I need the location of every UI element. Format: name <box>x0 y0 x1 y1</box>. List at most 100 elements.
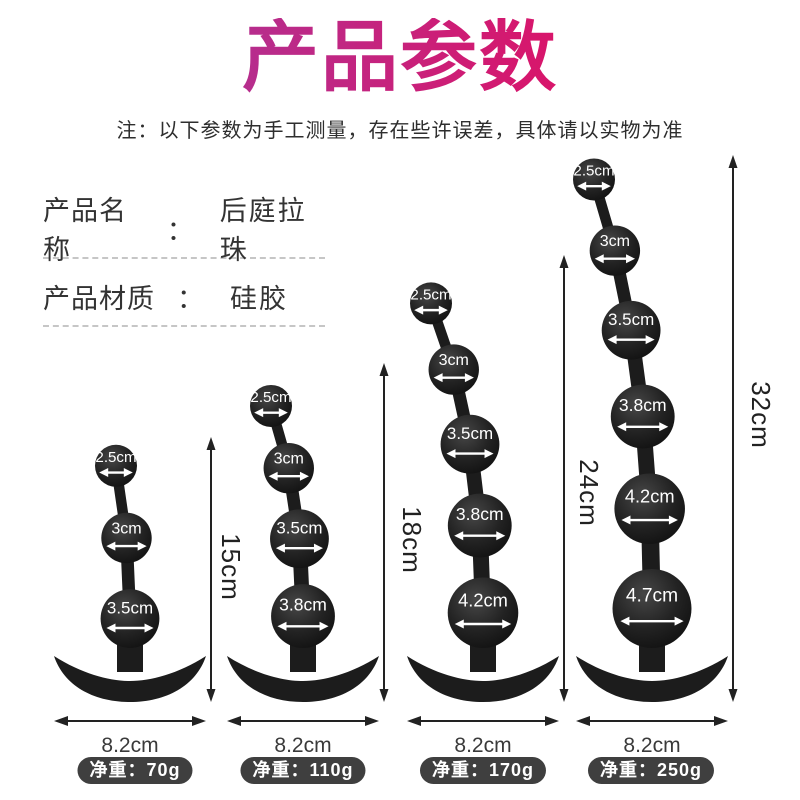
arrowhead-right <box>123 468 133 478</box>
bead <box>100 589 160 648</box>
arrowhead-right <box>278 408 288 418</box>
arrowhead-down <box>559 689 569 702</box>
bead <box>573 158 615 201</box>
dashed-divider <box>43 325 325 327</box>
bead <box>410 282 452 325</box>
arrowhead-down <box>728 689 738 702</box>
arrowhead-left <box>54 716 68 726</box>
bead <box>101 512 152 564</box>
bead <box>428 344 479 395</box>
bead-size-label: 3.5cm <box>276 518 322 537</box>
arrowhead-right <box>438 305 448 315</box>
arrowhead-right <box>496 531 506 541</box>
arrowhead-left <box>446 449 456 459</box>
arrowhead-up <box>728 155 738 168</box>
neck-connector <box>640 499 661 618</box>
height-label: 32cm <box>746 381 776 449</box>
neck-connector <box>462 436 488 533</box>
arrowhead-right <box>626 254 636 264</box>
height-label: 18cm <box>397 506 427 574</box>
arrowhead-right <box>144 623 154 633</box>
arrowhead-right <box>714 716 728 726</box>
arrowhead-left <box>99 468 109 478</box>
info-value: 硅胶 <box>230 283 288 314</box>
arrowhead-left <box>577 181 587 191</box>
bead <box>440 414 500 474</box>
neck-connector <box>110 460 132 544</box>
neck-connector <box>120 531 137 625</box>
weight-badge: 净重：70g <box>77 757 193 784</box>
bead <box>270 509 329 569</box>
bead <box>610 384 675 449</box>
arrowhead-left <box>620 616 630 626</box>
arrowhead-left <box>275 543 285 553</box>
arrowhead-left <box>254 408 264 418</box>
dashed-divider <box>43 257 325 259</box>
arrowhead-left <box>407 716 421 726</box>
info-colon: ： <box>166 215 194 246</box>
arrowhead-left <box>454 619 464 629</box>
neck-connector <box>588 174 621 256</box>
arrowhead-right <box>674 616 684 626</box>
bead-size-label: 3cm <box>274 450 304 468</box>
arrowhead-left <box>227 716 241 726</box>
arrowhead-left <box>617 422 627 432</box>
neck-connector <box>282 461 306 546</box>
bead-size-label: 3cm <box>439 351 469 369</box>
bead <box>271 584 335 648</box>
bead-size-label: 2.5cm <box>250 389 291 406</box>
info-panel: 产品名称 ： 后庭拉珠 产品材质 ： 硅胶 <box>43 196 325 327</box>
neck-connector <box>634 408 658 517</box>
arrowhead-left <box>414 305 424 315</box>
arrowhead-down <box>206 689 216 702</box>
bead-size-label: 2.5cm <box>573 163 614 180</box>
arrowhead-right <box>601 181 611 191</box>
arrowhead-right <box>484 449 494 459</box>
bead-size-label: 3.5cm <box>107 598 153 617</box>
base-anchor <box>407 656 559 702</box>
weight-badge: 净重：250g <box>587 757 715 784</box>
bead-size-label: 2.5cm <box>95 449 136 466</box>
arrowhead-right <box>668 515 678 525</box>
arrowhead-left <box>576 716 590 726</box>
arrowhead-right <box>319 621 329 631</box>
arrowhead-right <box>137 541 147 551</box>
base-anchor <box>576 656 728 702</box>
arrowhead-right <box>299 471 309 481</box>
bead <box>589 225 641 276</box>
arrowhead-left <box>594 254 604 264</box>
width-label: 8.2cm <box>274 734 331 757</box>
arrowhead-left <box>106 623 116 633</box>
arrowhead-up <box>206 437 216 450</box>
bead-size-label: 3cm <box>600 232 630 250</box>
bead <box>447 577 519 648</box>
width-label: 8.2cm <box>623 734 680 757</box>
info-row-product-material: 产品材质 ： 硅胶 <box>43 282 325 314</box>
neck-connector <box>471 517 491 621</box>
arrowhead-right <box>502 619 512 629</box>
arrowhead-right <box>192 716 206 726</box>
bead-size-label: 4.2cm <box>458 589 508 610</box>
arrowhead-left <box>454 531 464 541</box>
bead-size-label: 3.8cm <box>619 395 667 415</box>
info-colon: ： <box>177 283 204 314</box>
arrowhead-up <box>559 255 569 268</box>
bead-size-label: 3.8cm <box>456 504 504 524</box>
arrowhead-left <box>106 541 116 551</box>
arrowhead-right <box>545 716 559 726</box>
neck-connector <box>425 298 459 375</box>
info-row-product-name: 产品名称 ： 后庭拉珠 <box>43 196 325 265</box>
arrowhead-down <box>379 689 389 702</box>
base-anchor <box>227 656 379 702</box>
arrowhead-left <box>607 335 617 345</box>
bead-size-label: 3.5cm <box>608 310 654 329</box>
bead-size-label: 3.8cm <box>279 594 327 614</box>
note-text: 注：以下参数为手工测量，存在些许误差，具体请以实物为准 <box>116 120 684 142</box>
arrowhead-left <box>621 515 631 525</box>
bead-size-label: 3.5cm <box>447 424 493 443</box>
bead-size-label: 3cm <box>111 519 141 537</box>
width-label: 8.2cm <box>101 734 158 757</box>
